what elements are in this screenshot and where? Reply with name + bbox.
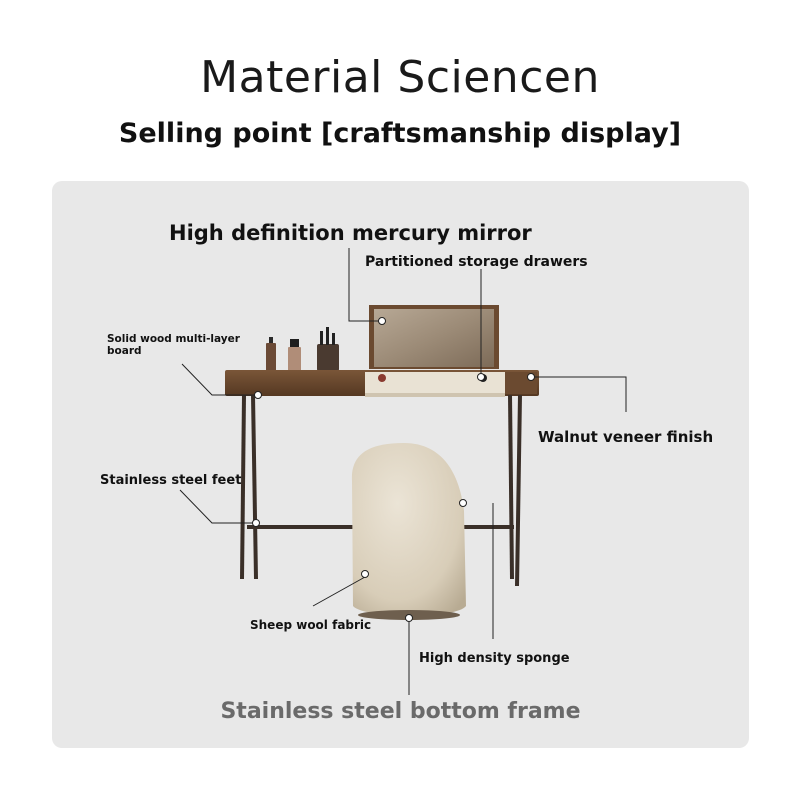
- cosmetic-bottles: [266, 327, 339, 371]
- label-mirror: High definition mercury mirror: [169, 221, 532, 245]
- desk-top: [225, 370, 539, 397]
- label-drawers: Partitioned storage drawers: [365, 254, 588, 270]
- label-board: Solid wood multi-layer board: [107, 333, 240, 357]
- vanity-illustration: [179, 248, 627, 695]
- wool-stool: [351, 443, 466, 620]
- callout-dots: [252, 317, 535, 622]
- page-subtitle: Selling point [craftsmanship display]: [118, 118, 682, 149]
- product-panel: High definition mercury mirror Partition…: [52, 181, 749, 748]
- label-sponge: High density sponge: [419, 651, 570, 666]
- mercury-mirror: [369, 305, 499, 369]
- label-feet: Stainless steel feet: [100, 473, 242, 488]
- label-wool: Sheep wool fabric: [250, 618, 372, 632]
- page-title: Material Sciencen: [200, 52, 600, 103]
- label-bottom-frame: Stainless steel bottom frame: [220, 699, 581, 724]
- steel-legs: [240, 394, 522, 587]
- callout-lines: [179, 248, 627, 695]
- label-walnut: Walnut veneer finish: [538, 428, 714, 446]
